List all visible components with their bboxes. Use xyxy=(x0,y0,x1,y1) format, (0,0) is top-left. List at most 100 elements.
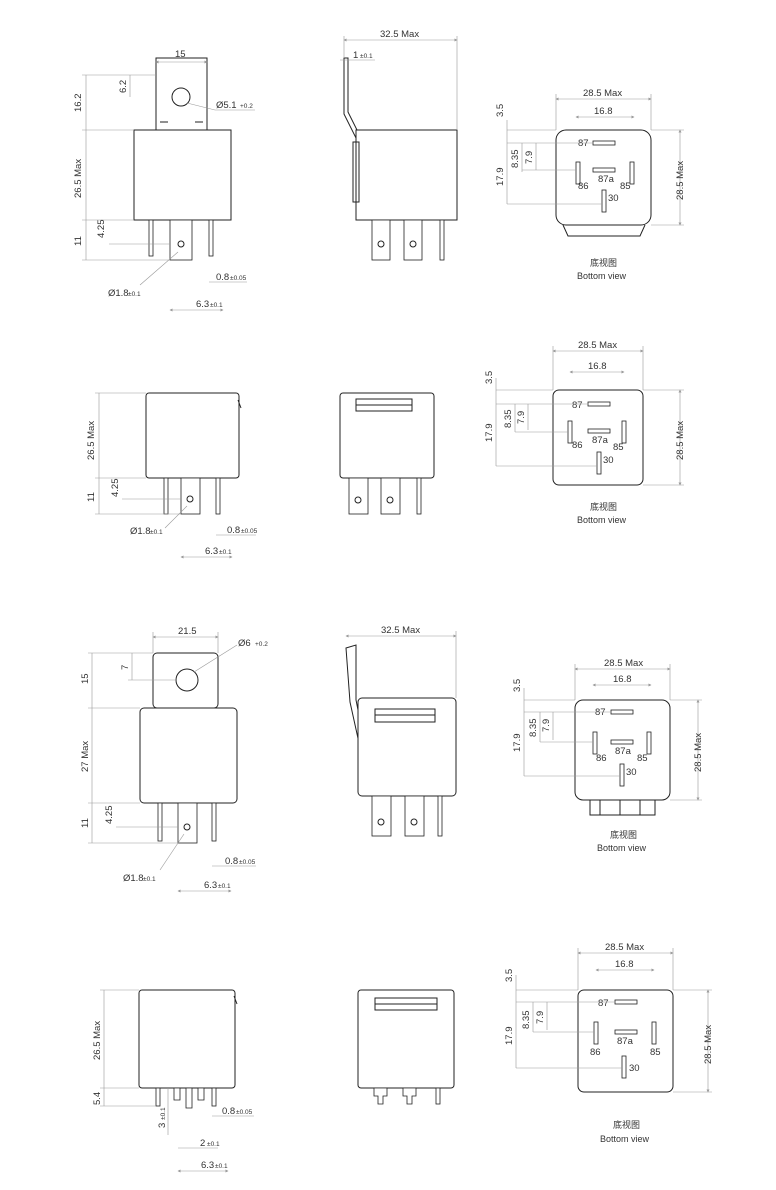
terminal xyxy=(404,795,425,837)
dim-pin-dia: Ø1.8 xyxy=(108,288,129,299)
pin-30 xyxy=(619,763,625,787)
terminal xyxy=(403,219,423,261)
dim-8-35: 8.35 xyxy=(528,719,539,738)
pin-87 xyxy=(587,401,611,407)
terminal-85 xyxy=(208,219,214,257)
dim-26-5-max: 26.5 Max xyxy=(92,1021,103,1060)
caption-en: Bottom view xyxy=(577,515,627,525)
dim-11: 11 xyxy=(73,236,84,246)
dim-32-5-max: 32.5 Max xyxy=(381,625,420,636)
dim-tol: ±0.05 xyxy=(236,1109,253,1116)
terminal xyxy=(439,219,445,261)
dim-tol: ±0.1 xyxy=(360,53,373,60)
mount-bracket xyxy=(155,57,208,131)
row3-side-view: 32.5 Max xyxy=(345,625,457,837)
row4-bottom-view: 87 87a 86 85 30 28.5 Max 16.8 3.5 17.9 8… xyxy=(504,942,714,1144)
dim-tol: ±0.05 xyxy=(230,275,247,282)
pin-label-30: 30 xyxy=(629,1063,640,1074)
row2-front-view: 26.5 Max 11 4.25 Ø1.8 ±0.1 0.8 ±0.05 6.3… xyxy=(86,392,258,559)
relay-body xyxy=(133,129,232,221)
row2-side-view xyxy=(339,392,435,515)
terminal-hole xyxy=(186,495,194,503)
pin-label-30: 30 xyxy=(603,455,614,466)
pin-87a xyxy=(614,1029,638,1035)
pin-label-87a: 87a xyxy=(617,1036,634,1047)
dim-hole-dia: Ø5.1 xyxy=(216,100,237,111)
mount-hole xyxy=(171,87,191,107)
relay-body xyxy=(139,707,238,804)
dim-8-35: 8.35 xyxy=(521,1011,532,1030)
dim-16-8: 16.8 xyxy=(594,106,613,117)
dim-28-5-max-v: 28.5 Max xyxy=(703,1025,714,1064)
dim-32-5-max: 32.5 Max xyxy=(380,29,419,40)
pin-87a xyxy=(592,167,616,173)
dim-28-5-max-v: 28.5 Max xyxy=(675,421,686,460)
terminal xyxy=(371,219,391,261)
caption-en: Bottom view xyxy=(600,1134,650,1144)
dim-5-4: 5.4 xyxy=(92,1092,103,1105)
terminal xyxy=(380,477,401,515)
pin-87a xyxy=(610,739,634,745)
dim-11: 11 xyxy=(80,818,91,828)
pin-87a xyxy=(587,428,611,434)
dim-2: 2 xyxy=(200,1138,205,1149)
dim-3: 3 xyxy=(157,1123,168,1128)
dim-tol: ±0.1 xyxy=(218,883,231,890)
dim-tol: ±0.1 xyxy=(219,549,232,556)
dim-3-5: 3.5 xyxy=(484,371,495,384)
pin-85 xyxy=(651,1021,657,1045)
caption-cn: 底视图 xyxy=(590,257,617,268)
bent-bracket xyxy=(343,57,363,143)
dim-16-8: 16.8 xyxy=(615,959,634,970)
dim-tol: ±0.1 xyxy=(143,876,156,883)
dim-7: 7 xyxy=(120,665,131,670)
pin-label-30: 30 xyxy=(608,193,619,204)
terminal-30 xyxy=(177,802,198,844)
row4-front-view: 26.5 Max 5.4 3 ±0.1 0.8 ±0.05 2 ±0.1 6.3… xyxy=(92,989,254,1173)
pin-85 xyxy=(646,731,652,755)
dim-15-v: 15 xyxy=(80,673,91,684)
dim-0-8: 0.8 xyxy=(225,856,238,867)
dim-7-9: 7.9 xyxy=(535,1011,546,1024)
mount-bracket xyxy=(152,652,219,709)
terminal-hole xyxy=(177,240,185,248)
pin-86 xyxy=(575,161,581,185)
dim-26-5-max: 26.5 Max xyxy=(73,159,84,198)
dim-4-25: 4.25 xyxy=(104,806,115,825)
dim-21-5: 21.5 xyxy=(178,626,197,637)
row2-bottom-view: 87 87a 86 85 30 28.5 Max 16.8 3.5 17.9 8… xyxy=(484,340,686,525)
pin-label-87a: 87a xyxy=(592,435,609,446)
terminal xyxy=(371,795,392,837)
dim-8-35: 8.35 xyxy=(503,410,514,429)
bottom-outline xyxy=(577,989,674,1093)
pin-label-85: 85 xyxy=(637,753,648,764)
dim-tol: ±0.05 xyxy=(241,528,258,535)
terminal-30-pcb xyxy=(173,1087,205,1109)
pin-label-87a: 87a xyxy=(598,174,615,185)
pin-label-87: 87 xyxy=(572,400,583,411)
bracket-flange xyxy=(352,141,360,203)
dim-3-5: 3.5 xyxy=(512,679,523,692)
dim-11: 11 xyxy=(86,492,97,502)
dim-7-9: 7.9 xyxy=(516,411,527,424)
body-clip xyxy=(237,399,242,409)
dim-7-9: 7.9 xyxy=(541,719,552,732)
terminal-30 xyxy=(169,219,193,261)
terminal-pcb xyxy=(373,1087,388,1105)
dim-tol: ±0.1 xyxy=(215,1163,228,1170)
pin-label-86: 86 xyxy=(578,181,589,192)
dim-17-9: 17.9 xyxy=(512,734,523,753)
terminal-hole xyxy=(377,818,385,826)
dim-17-9: 17.9 xyxy=(495,168,506,187)
dim-3-5: 3.5 xyxy=(504,969,515,982)
bottom-outline xyxy=(574,699,671,801)
leader xyxy=(186,102,216,111)
pin-label-87: 87 xyxy=(595,707,606,718)
dim-6-3: 6.3 xyxy=(196,299,209,310)
pin-label-85: 85 xyxy=(620,181,631,192)
pin-label-87: 87 xyxy=(578,138,589,149)
row4-side-view xyxy=(357,989,455,1105)
pin-86 xyxy=(593,1021,599,1045)
dim-8-35: 8.35 xyxy=(510,150,521,169)
dim-17-9: 17.9 xyxy=(504,1027,515,1046)
